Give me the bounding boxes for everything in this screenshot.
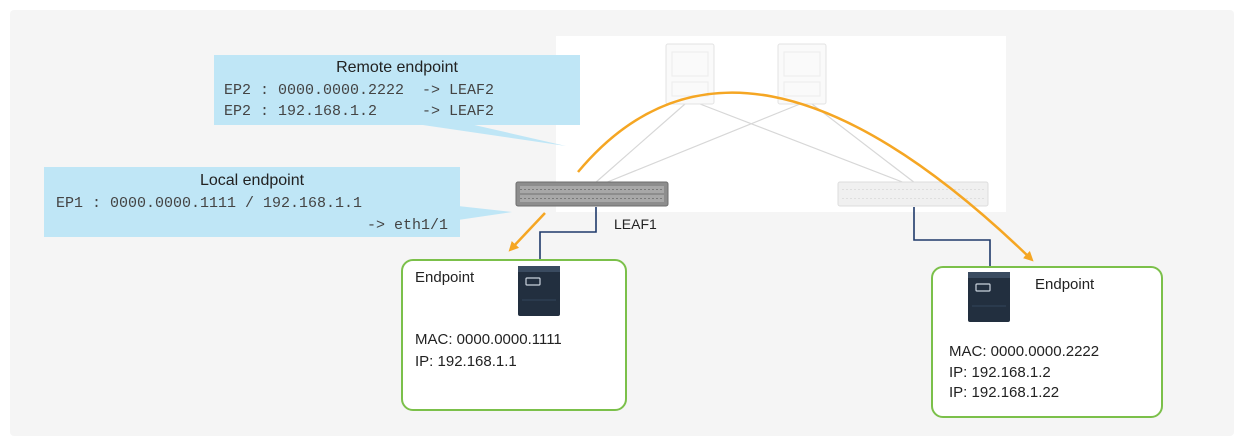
endpoint1-ip: IP: 192.168.1.1 bbox=[415, 353, 517, 370]
endpoint1-title: Endpoint bbox=[415, 269, 475, 286]
spine2-icon bbox=[777, 43, 827, 105]
fabric-link bbox=[811, 103, 916, 184]
endpoint2-server-icon bbox=[968, 272, 1010, 322]
fabric-link bbox=[699, 103, 906, 184]
remote-callout-line1: EP2 : 0000.0000.2222 -> LEAF2 bbox=[224, 82, 495, 99]
fabric-link bbox=[594, 103, 686, 184]
leaf1-access-link bbox=[539, 207, 597, 266]
endpoint1-box: Endpoint MAC: 0000.0000.1111 IP: 192.168… bbox=[401, 259, 627, 411]
forwarding-arc-arrow bbox=[577, 91, 1034, 262]
spine1-icon bbox=[665, 43, 715, 105]
endpoint2-ip2: IP: 192.168.1.22 bbox=[949, 384, 1060, 401]
local-forward-arrow bbox=[508, 212, 546, 252]
endpoint2-ip1: IP: 192.168.1.2 bbox=[949, 364, 1051, 381]
local-callout-title: Local endpoint bbox=[199, 172, 305, 189]
endpoint2-title: Endpoint bbox=[1035, 276, 1095, 293]
fabric-link bbox=[604, 103, 801, 184]
fabric-links bbox=[594, 103, 916, 184]
leaf2-access-link bbox=[913, 207, 991, 272]
endpoint2-mac: MAC: 0000.0000.2222 bbox=[949, 343, 1100, 360]
local-callout-line2: -> eth1/1 bbox=[366, 217, 448, 234]
local-endpoint-callout: Local endpoint EP1 : 0000.0000.1111 / 19… bbox=[44, 167, 460, 237]
local-callout-line1: EP1 : 0000.0000.1111 / 192.168.1.1 bbox=[56, 195, 363, 212]
leaf1-switch-icon bbox=[515, 181, 669, 207]
remote-callout-line2: EP2 : 192.168.1.2 -> LEAF2 bbox=[224, 103, 495, 120]
remote-callout-tail bbox=[416, 124, 566, 146]
local-callout-tail bbox=[458, 206, 512, 220]
remote-endpoint-callout: Remote endpoint EP2 : 0000.0000.2222 -> … bbox=[214, 55, 580, 125]
endpoint1-mac: MAC: 0000.0000.1111 bbox=[415, 331, 562, 348]
endpoint1-server-icon bbox=[518, 266, 560, 316]
leaf1-label: LEAF1 bbox=[614, 216, 657, 232]
remote-callout-title: Remote endpoint bbox=[336, 59, 458, 76]
